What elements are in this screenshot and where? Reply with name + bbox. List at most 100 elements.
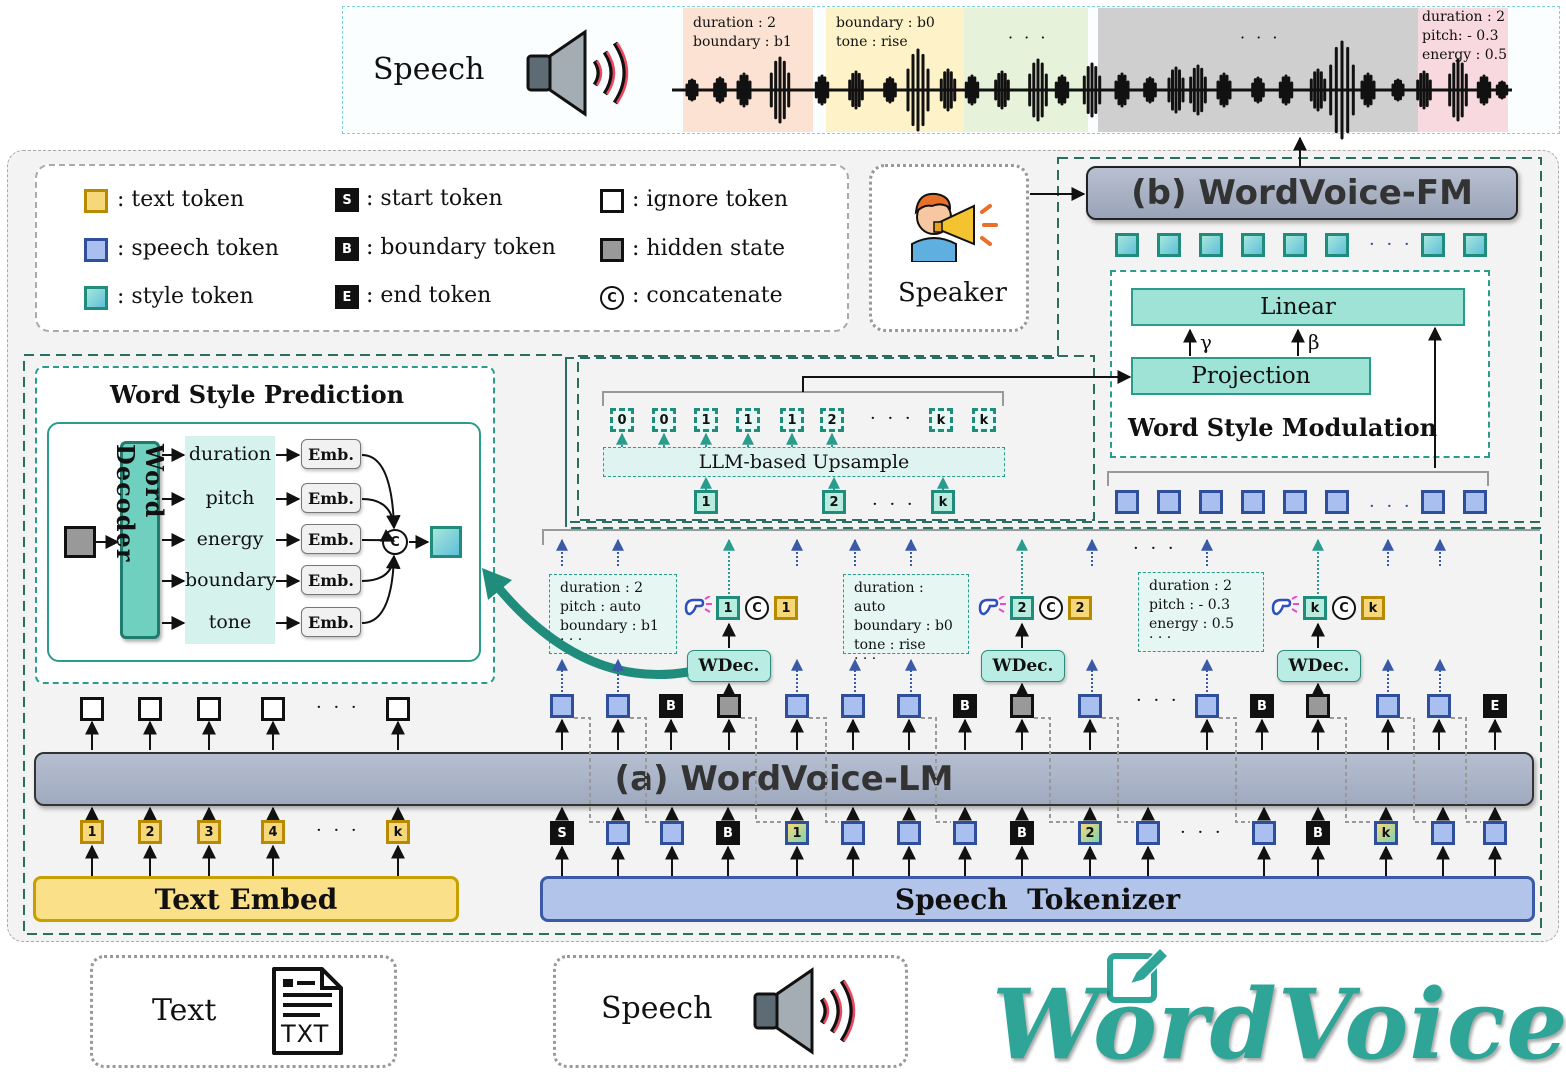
wdec-block-3: WDec. bbox=[1277, 650, 1361, 682]
fm-style-token bbox=[1463, 233, 1487, 257]
word-style-prediction-title: Word Style Prediction bbox=[110, 380, 405, 409]
wordvoice-fm-block: (b) WordVoice-FM bbox=[1086, 166, 1518, 220]
lm-output-token bbox=[1306, 694, 1330, 718]
legend-speech-token-icon bbox=[84, 238, 108, 262]
speech-waveform bbox=[672, 40, 1512, 140]
info2-line4: · · · bbox=[854, 651, 877, 667]
wsp-output-style-token bbox=[430, 526, 462, 558]
info-box-2: duration : auto boundary : b0 tone : ris… bbox=[843, 574, 969, 666]
legend-hidden-state-icon bbox=[600, 238, 624, 262]
wsp-attr-energy: energy bbox=[196, 528, 264, 550]
segment-2 bbox=[826, 8, 964, 132]
text-embed-title: Text Embed bbox=[154, 882, 338, 916]
lm-output-token bbox=[897, 694, 921, 718]
waveform-burst bbox=[1357, 72, 1379, 108]
fm-style-token bbox=[1421, 233, 1445, 257]
lm-output-token bbox=[1078, 694, 1102, 718]
waveform-burst bbox=[1185, 64, 1211, 116]
legend-concatenate-icon: C bbox=[600, 286, 624, 310]
lm-input-token bbox=[841, 821, 865, 845]
waveform-burst bbox=[1140, 76, 1160, 104]
wdec-text-token: 1 bbox=[774, 596, 798, 620]
segment-4 bbox=[1098, 8, 1418, 132]
fm-speech-dots: · · · bbox=[1369, 496, 1413, 517]
lm-in-text-dots: · · · bbox=[316, 820, 360, 841]
legend-end-token: : end token bbox=[366, 283, 492, 308]
lm-input-text-token: 3 bbox=[197, 820, 221, 844]
wdec-block-2: WDec. bbox=[981, 650, 1065, 682]
upsample-output-token: 1 bbox=[780, 408, 804, 432]
seg4-dots: · · · bbox=[1240, 28, 1281, 47]
waveform-burst bbox=[1413, 70, 1435, 110]
waveform-burst bbox=[936, 68, 960, 112]
linear-block: Linear bbox=[1131, 288, 1465, 326]
lm-input-token bbox=[1483, 821, 1507, 845]
wsp-attr-boundary: boundary bbox=[185, 569, 277, 591]
segment-1 bbox=[683, 8, 813, 132]
upsample-output-token: k bbox=[929, 408, 953, 432]
linear-label: Linear bbox=[1260, 294, 1336, 320]
seg5-line3: energy : 0.5 bbox=[1422, 47, 1508, 63]
text-embed-block: Text Embed bbox=[33, 876, 459, 922]
wordvoice-lm-block: (a) WordVoice-LM bbox=[34, 752, 1534, 806]
fm-style-token bbox=[1283, 233, 1307, 257]
txt-file-icon bbox=[272, 967, 343, 1055]
waveform-burst bbox=[1248, 76, 1268, 104]
legend-boundary-token: : boundary token bbox=[366, 235, 556, 260]
wsp-attr-duration: duration bbox=[188, 443, 272, 465]
wsp-attr-column bbox=[185, 436, 275, 644]
lm-input-token bbox=[1252, 821, 1276, 845]
info-box-3: duration : 2 pitch : - 0.3 energy : 0.5 … bbox=[1138, 572, 1264, 652]
fm-speech-token bbox=[1241, 490, 1265, 514]
segment-3 bbox=[964, 8, 1088, 132]
lm-output-token bbox=[841, 694, 865, 718]
gamma-label: γ bbox=[1200, 330, 1212, 354]
word-decoder-label: Word Decoder bbox=[111, 444, 169, 563]
fm-speech-token bbox=[1283, 490, 1307, 514]
speaker-person-megaphone-icon bbox=[911, 192, 998, 262]
wsp-emb-pitch: Emb. bbox=[301, 483, 361, 513]
info3-line2: pitch : - 0.3 bbox=[1149, 597, 1230, 613]
lm-output-ignore-token bbox=[261, 697, 285, 721]
fm-style-dots: · · · bbox=[1369, 234, 1413, 255]
speech-tokenizer-block: Speech Tokenizer bbox=[540, 876, 1535, 922]
bottom-text-panel bbox=[90, 955, 397, 1068]
seg3-dots: · · · bbox=[1008, 28, 1049, 47]
lm-input-token: 1 bbox=[785, 821, 809, 845]
sound-speaker-icon bbox=[526, 29, 629, 117]
legend-ignore-token: : ignore token bbox=[632, 187, 789, 212]
fm-speech-token bbox=[1199, 490, 1223, 514]
speaker-label: Speaker bbox=[898, 278, 1007, 308]
wdec-concatenate-icon: C bbox=[1332, 596, 1356, 620]
lm-out-text-dots: · · · bbox=[316, 697, 360, 718]
seg5-line2: pitch: - 0.3 bbox=[1422, 28, 1499, 44]
legend-panel bbox=[35, 164, 849, 332]
info1-line1: duration : 2 bbox=[560, 580, 644, 596]
waveform-burst bbox=[1389, 78, 1407, 102]
wsp-emb-energy: Emb. bbox=[301, 524, 361, 554]
lm-input-token: 2 bbox=[1078, 821, 1102, 845]
lm-input-token bbox=[897, 821, 921, 845]
lm-output-token bbox=[1010, 694, 1034, 718]
lm-in-speech-dots: · · · bbox=[1180, 822, 1224, 843]
fm-style-token bbox=[1115, 233, 1139, 257]
lm-output-token bbox=[785, 694, 809, 718]
legend-start-token: : start token bbox=[366, 186, 503, 211]
waveform-burst bbox=[1306, 68, 1330, 112]
info-box-1: duration : 2 pitch : auto boundary : b1 … bbox=[549, 574, 677, 654]
lm-input-token bbox=[606, 821, 630, 845]
lm-input-text-token: k bbox=[386, 820, 410, 844]
top-speech-label: Speech bbox=[373, 52, 485, 87]
lm-top-dots: · · · bbox=[1133, 538, 1177, 559]
info1-line4: · · · bbox=[560, 632, 583, 648]
lm-output-token: B bbox=[953, 694, 977, 718]
legend-hidden-state: : hidden state bbox=[632, 236, 786, 261]
upsample-output-dots: · · · bbox=[870, 408, 914, 429]
fm-speech-token bbox=[1421, 490, 1445, 514]
waveform-burst bbox=[1024, 58, 1052, 122]
wdec-text-token: k bbox=[1361, 596, 1385, 620]
lm-input-token: B bbox=[1306, 821, 1330, 845]
lm-output-ignore-token bbox=[138, 697, 162, 721]
